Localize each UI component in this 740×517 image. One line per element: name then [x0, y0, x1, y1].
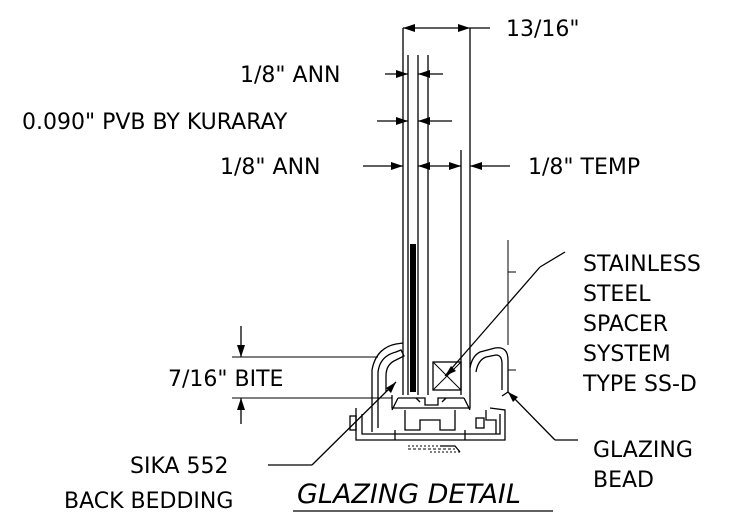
- bead-label-line-2: BEAD: [593, 468, 654, 493]
- bead-label-line-1: GLAZING: [593, 438, 693, 463]
- bead-callout: GLAZING BEAD: [507, 391, 693, 493]
- pvb-interlayer: [410, 244, 416, 392]
- drawing-title: GLAZING DETAIL: [293, 479, 553, 512]
- frame-profile: [349, 342, 509, 453]
- bedding-label-line-2: BACK BEDDING: [64, 489, 233, 514]
- inner-lite-callout: 1/8" ANN: [220, 155, 461, 180]
- title-text: GLAZING DETAIL: [297, 479, 521, 510]
- spacer-label-line-5: TYPE SS-D: [582, 372, 697, 397]
- overall-thickness-label: 13/16": [506, 17, 580, 42]
- interlayer-label: 0.090" PVB BY KURARAY: [22, 110, 288, 135]
- temp-lite-callout: 1/8" TEMP: [470, 155, 640, 180]
- bite-dimension: 7/16" BITE: [168, 326, 392, 424]
- interlayer-callout: 0.090" PVB BY KURARAY: [22, 110, 452, 135]
- glass-lites: [402, 28, 516, 395]
- outer-lite-label: 1/8" ANN: [240, 63, 340, 88]
- spacer-label-line-2: STEEL: [583, 282, 651, 307]
- spacer-label-line-1: STAINLESS: [583, 252, 701, 277]
- bedding-label-line-1: SIKA 552: [130, 454, 229, 479]
- overall-thickness-dimension: 13/16": [403, 17, 580, 42]
- bite-label: 7/16" BITE: [168, 367, 283, 392]
- inner-lite-label: 1/8" ANN: [220, 155, 320, 180]
- temp-lite-label: 1/8" TEMP: [528, 155, 640, 180]
- spacer-callout: STAINLESS STEEL SPACER SYSTEM TYPE SS-D: [444, 251, 701, 397]
- bedding-callout: SIKA 552 BACK BEDDING: [64, 381, 397, 514]
- spacer-label-line-4: SYSTEM: [583, 342, 671, 367]
- outer-lite-callout: 1/8" ANN: [240, 63, 443, 88]
- spacer-label-line-3: SPACER: [583, 312, 668, 337]
